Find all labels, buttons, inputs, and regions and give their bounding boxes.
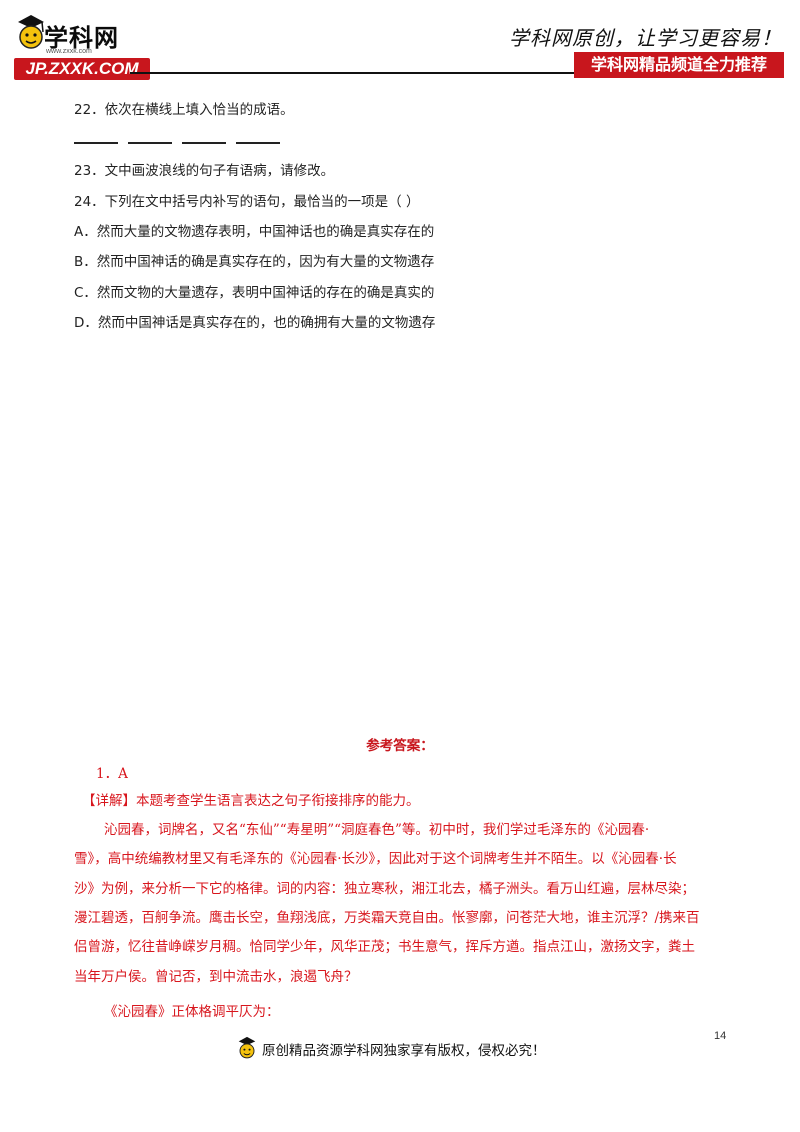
logo-title: 学科网 bbox=[44, 24, 119, 52]
option-d: D．然而中国神话是真实存在的，也的确拥有大量的文物遗存 bbox=[74, 315, 436, 331]
answer-last-line: 《沁园春》正体格调平仄为： bbox=[104, 1004, 280, 1020]
question-23: 23．文中画波浪线的句子有语病，请修改。 bbox=[74, 163, 335, 179]
answer-line-6: 当年万户侯。曾记否，到中流击水，浪遏飞舟？ bbox=[74, 969, 358, 985]
answer-line-2: 雪》，高中统编教材里又有毛泽东的《沁园春·长沙》，因此对于这个词牌考生并不陌生。… bbox=[74, 851, 677, 867]
answer-title: 参考答案： bbox=[366, 738, 434, 754]
site-logo[interactable]: 学科网 www.zxxk.com JP.ZXXK.COM bbox=[14, 12, 164, 82]
mascot-icon bbox=[18, 15, 44, 49]
detail-text: 本题考查学生语言表达之句子衔接排序的能力。 bbox=[136, 793, 420, 809]
option-b: B．然而中国神话的确是真实存在的，因为有大量的文物遗存 bbox=[74, 254, 435, 270]
detail-tag: 【详解】 bbox=[82, 793, 136, 809]
header-slogan: 学科网原创，让学习更容易！ bbox=[509, 26, 782, 50]
answer-line-4: 漫江碧透，百舸争流。鹰击长空，鱼翔浅底，万类霜天竞自由。怅寥廓，问苍茫大地，谁主… bbox=[74, 910, 700, 926]
answer-item-1: 1．A bbox=[96, 766, 128, 782]
footer: 原创精品资源学科网独家享有版权，侵权必究！ bbox=[236, 1034, 546, 1064]
option-c: C．然而文物的大量遗存，表明中国神话的存在的确是真实的 bbox=[74, 285, 435, 301]
option-a: A．然而大量的文物遗存表明，中国神话也的确是真实存在的 bbox=[74, 224, 435, 240]
copyright-text: 原创精品资源学科网独家享有版权，侵权必究！ bbox=[262, 1043, 546, 1059]
detail-line: 【详解】本题考查学生语言表达之句子衔接排序的能力。 bbox=[82, 789, 420, 809]
logo-url: www.zxxk.com bbox=[46, 48, 92, 55]
answer-line-3: 沙》为例，来分析一下它的格律。词的内容：独立寒秋，湘江北去，橘子洲头。看万山红遍… bbox=[74, 881, 695, 897]
logo-badge[interactable]: JP.ZXXK.COM bbox=[14, 58, 150, 80]
answer-blank-4[interactable] bbox=[236, 142, 280, 144]
header-divider bbox=[130, 72, 574, 74]
answer-blank-2[interactable] bbox=[128, 142, 172, 144]
recommend-badge[interactable]: 学科网精品频道全力推荐 bbox=[574, 52, 784, 78]
page-number: 14 bbox=[714, 1030, 727, 1042]
answer-blank-1[interactable] bbox=[74, 142, 118, 144]
question-22: 22．依次在横线上填入恰当的成语。 bbox=[74, 102, 294, 118]
question-24: 24．下列在文中括号内补写的语句，最恰当的一项是（ ） bbox=[74, 194, 420, 210]
answer-blank-3[interactable] bbox=[182, 142, 226, 144]
answer-line-5: 侣曾游，忆往昔峥嵘岁月稠。恰同学少年，风华正茂；书生意气，挥斥方遒。指点江山，激… bbox=[74, 939, 695, 955]
answer-line-1: 沁园春，词牌名，又名“东仙”“寿星明”“洞庭春色”等。初中时，我们学过毛泽东的《… bbox=[104, 822, 650, 838]
mascot-icon bbox=[238, 1036, 256, 1059]
